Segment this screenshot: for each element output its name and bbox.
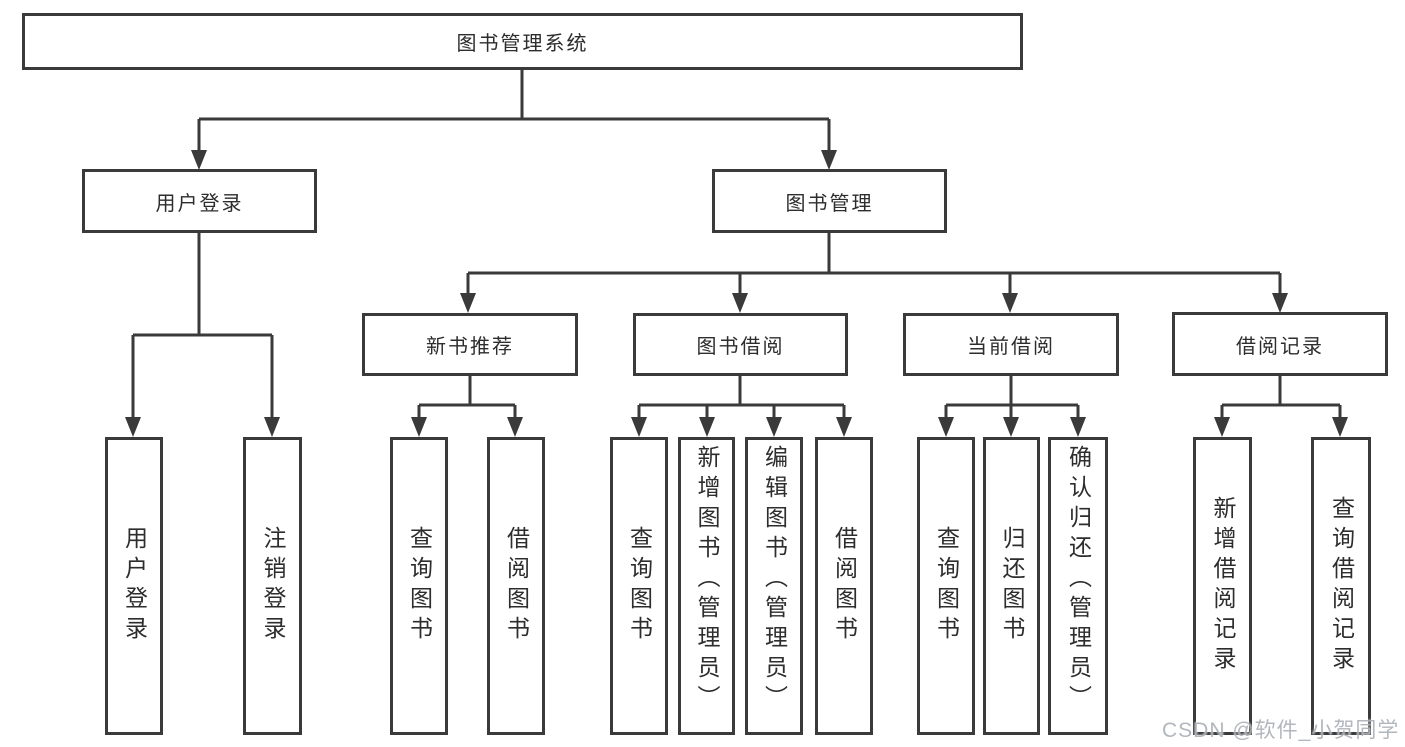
arrowheads (125, 150, 1348, 437)
node-user-login: 用户登录 (82, 169, 317, 233)
leaf-borrow-books-2: 借阅图书 (815, 437, 873, 735)
leaf-user-login: 用户登录 (105, 437, 163, 735)
leaf-query-books-2: 查询图书 (610, 437, 668, 735)
node-book-management-label: 图书管理 (785, 192, 874, 215)
node-user-login-label: 用户登录 (155, 192, 244, 215)
leaf-add-borrow-record-label: 新增借阅记录 (1210, 496, 1236, 676)
leaf-add-books-admin-label: 新增图书（管理员） (694, 445, 720, 715)
leaf-query-books-1: 查询图书 (390, 437, 448, 735)
leaf-query-books-3: 查询图书 (917, 437, 975, 735)
node-borrowing-records-label: 借阅记录 (1236, 335, 1324, 358)
node-new-book-recommend-label: 新书推荐 (426, 336, 514, 358)
leaf-logout-label: 注销登录 (260, 526, 286, 646)
leaf-add-borrow-record: 新增借阅记录 (1193, 437, 1252, 735)
node-current-borrowing: 当前借阅 (903, 313, 1119, 376)
node-book-management: 图书管理 (712, 169, 947, 233)
leaf-query-borrow-record: 查询借阅记录 (1311, 437, 1371, 735)
leaf-borrow-books-1-label: 借阅图书 (503, 526, 530, 646)
leaf-return-books-label: 归还图书 (999, 526, 1025, 646)
leaf-borrow-books-1: 借阅图书 (487, 437, 545, 735)
node-new-book-recommend: 新书推荐 (362, 313, 578, 376)
leaf-query-books-2-label: 查询图书 (626, 526, 653, 646)
leaf-return-books: 归还图书 (983, 437, 1040, 735)
leaf-borrow-books-2-label: 借阅图书 (831, 526, 858, 646)
node-current-borrowing-label: 当前借阅 (967, 336, 1055, 358)
leaf-edit-books-admin: 编辑图书（管理员） (745, 437, 803, 735)
leaf-query-books-3-label: 查询图书 (933, 526, 960, 646)
leaf-add-books-admin: 新增图书（管理员） (678, 437, 735, 735)
node-root-label: 图书管理系统 (456, 33, 589, 55)
node-root-system: 图书管理系统 (22, 13, 1023, 70)
leaf-query-borrow-record-label: 查询借阅记录 (1328, 496, 1355, 676)
leaf-user-login-label: 用户登录 (121, 526, 148, 646)
leaf-confirm-return-admin: 确认归还（管理员） (1048, 437, 1108, 735)
leaf-query-books-1-label: 查询图书 (406, 526, 433, 646)
leaf-logout: 注销登录 (243, 437, 302, 735)
leaf-edit-books-admin-label: 编辑图书（管理员） (761, 445, 788, 715)
node-book-borrowing-label: 图书借阅 (696, 336, 785, 358)
node-borrowing-records: 借阅记录 (1172, 312, 1388, 376)
csdn-watermark: CSDN @软件_小贺同学 (1162, 719, 1400, 742)
leaf-confirm-return-admin-label: 确认归还（管理员） (1065, 445, 1092, 715)
node-book-borrowing: 图书借阅 (633, 313, 848, 376)
